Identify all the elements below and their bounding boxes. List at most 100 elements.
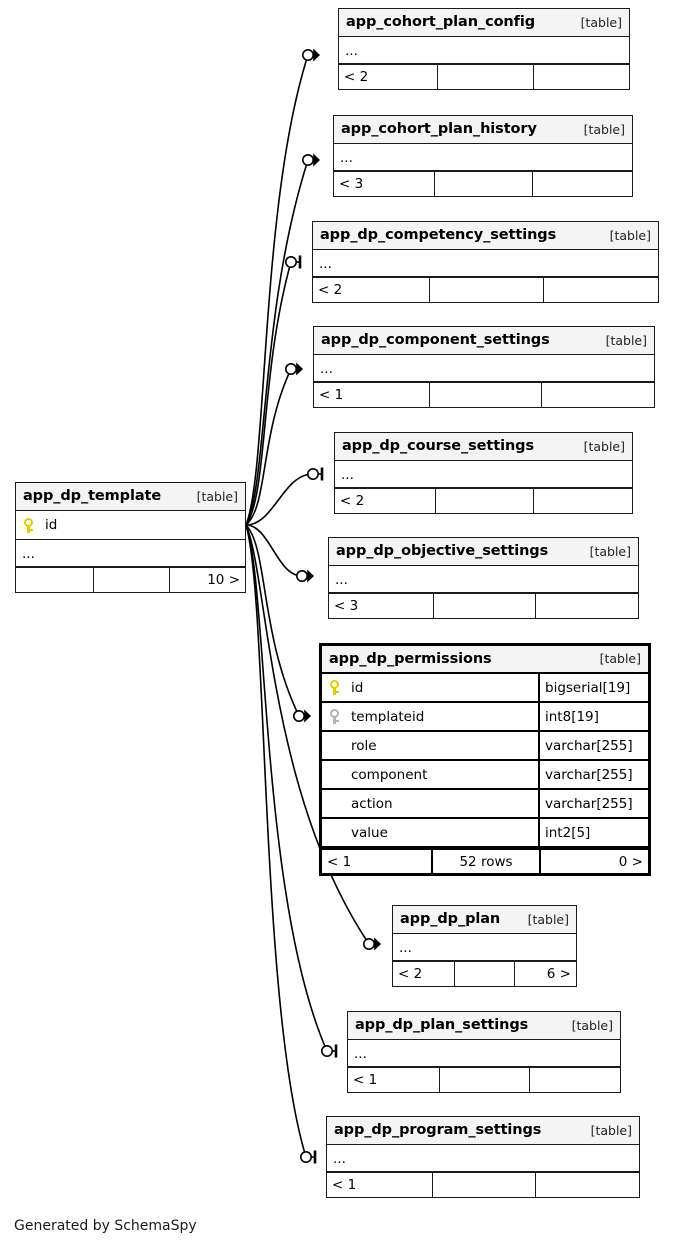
column-label: id (45, 517, 58, 533)
collapsed-columns-row[interactable]: ... (314, 355, 654, 382)
table-node[interactable]: app_cohort_plan_config[table]...< 2 (338, 8, 630, 90)
relationship-edge[interactable] (245, 362, 303, 526)
table-header: app_dp_component_settings[table] (314, 327, 654, 355)
column-name-cell: role (322, 738, 538, 754)
cardinality-many-marker (304, 709, 311, 723)
collapsed-columns-row[interactable]: ... (339, 37, 629, 64)
relationship-edge[interactable] (245, 255, 302, 526)
column-type: bigserial[19] (538, 674, 648, 701)
collapsed-columns-row[interactable]: ... (393, 934, 576, 961)
table-name[interactable]: app_dp_objective_settings (336, 543, 549, 559)
cardinality-zero-marker (284, 255, 297, 268)
table-header: app_cohort_plan_history [table] (334, 116, 632, 144)
column-name-cell: id (322, 680, 538, 696)
footer-parents-count: < 3 (329, 594, 434, 618)
footer-children-count (534, 65, 629, 89)
cardinality-zero-marker (295, 569, 308, 582)
table-node[interactable]: app_dp_competency_settings [table]...< 2 (312, 221, 659, 303)
footer-parents-count: < 3 (334, 172, 435, 196)
footer-parents-count: < 1 (348, 1068, 440, 1092)
collapsed-columns-row[interactable]: ... (335, 461, 632, 488)
column-type: int8[19] (538, 703, 648, 730)
table-header: app_dp_program_settings[table] (327, 1117, 639, 1145)
relationship-edge[interactable] (245, 467, 324, 526)
footer-parents-count: < 1 (314, 383, 430, 407)
column-row[interactable]: id (16, 511, 245, 540)
cardinality-many-marker (313, 153, 320, 167)
table-node[interactable]: app_cohort_plan_history [table]... < 3 (333, 115, 633, 197)
table-footer: 10 > (16, 567, 245, 592)
table-type-tag: [table] (583, 121, 625, 137)
table-name[interactable]: app_dp_template (23, 488, 162, 504)
collapsed-columns-row[interactable]: ... (348, 1040, 620, 1067)
footer-parents-count: < 2 (339, 65, 438, 89)
collapsed-columns-row[interactable]: ... (313, 250, 658, 277)
footer-parents-count: < 1 (327, 1173, 433, 1197)
no-key-spacer-icon (329, 796, 340, 811)
cardinality-zero-marker (299, 1151, 312, 1164)
relationship-edge[interactable] (245, 48, 320, 526)
relationship-edge[interactable] (245, 153, 320, 526)
table-footer: < 1 (348, 1067, 620, 1092)
table-name[interactable]: app_dp_competency_settings (320, 227, 557, 243)
table-node[interactable]: app_dp_template [table] id... 10 > (15, 482, 246, 593)
table-name[interactable]: app_dp_course_settings (342, 438, 534, 454)
cardinality-many-marker (307, 569, 314, 583)
column-label: role (351, 737, 377, 754)
no-key-spacer-icon (329, 767, 340, 782)
table-footer: < 1 (327, 1172, 639, 1197)
table-type-tag: [table] (609, 227, 651, 243)
table-name[interactable]: app_dp_program_settings (334, 1122, 542, 1138)
ellipsis-label: ... (341, 467, 354, 484)
footer-children-count: 0 > (618, 853, 643, 870)
table-type-tag: [table] (196, 488, 238, 504)
collapsed-columns-row[interactable]: ... (334, 144, 632, 171)
ellipsis-label: ... (335, 572, 348, 589)
table-header: app_dp_permissions [table] (322, 646, 648, 674)
footer-children-count: 10 > (207, 572, 240, 588)
table-footer: < 2 (313, 277, 658, 302)
collapsed-columns-row[interactable]: ... (329, 566, 638, 593)
ellipsis-label: ... (320, 361, 333, 378)
table-type-tag: [table] (589, 543, 631, 559)
table-name[interactable]: app_dp_plan (400, 911, 501, 927)
table-name[interactable]: app_dp_component_settings (321, 332, 550, 348)
footer-parents-count: < 2 (335, 489, 436, 513)
relationship-edge[interactable] (245, 524, 311, 723)
table-node[interactable]: app_dp_component_settings[table]... < 1 (313, 326, 655, 408)
table-node[interactable]: app_dp_program_settings[table]... < 1 (326, 1116, 640, 1198)
footer-children-count (544, 278, 658, 302)
table-node[interactable]: app_dp_objective_settings [table]... < 3 (328, 537, 639, 619)
footer-children-count (533, 172, 632, 196)
footer-parents-count (16, 568, 94, 592)
relationship-edge[interactable] (245, 524, 317, 1164)
cardinality-many-marker (296, 362, 303, 376)
ellipsis-label: ... (340, 150, 353, 167)
ellipsis-label: ... (333, 1151, 346, 1168)
table-name[interactable]: app_dp_plan_settings (355, 1017, 529, 1033)
table-node[interactable]: app_dp_plan_settings[table]...< 1 (347, 1011, 621, 1093)
table-type-tag: [table] (527, 911, 569, 927)
table-type-tag: [table] (599, 651, 641, 666)
table-name[interactable]: app_dp_permissions (329, 650, 492, 667)
ellipsis-label: ... (345, 43, 358, 60)
footer-row-count (435, 172, 533, 196)
footer-children-count (536, 1173, 639, 1197)
footer-row-count (94, 568, 170, 592)
table-node[interactable]: app_dp_course_settings [table]... < 2 (334, 432, 633, 514)
collapsed-columns-row[interactable]: ... (327, 1145, 639, 1172)
collapsed-columns-row[interactable]: ... (16, 540, 245, 567)
table-name[interactable]: app_cohort_plan_config (346, 14, 536, 30)
table-name[interactable]: app_cohort_plan_history (341, 121, 537, 137)
table-type-tag: [table] (583, 438, 625, 454)
relationship-edge[interactable] (245, 524, 314, 583)
